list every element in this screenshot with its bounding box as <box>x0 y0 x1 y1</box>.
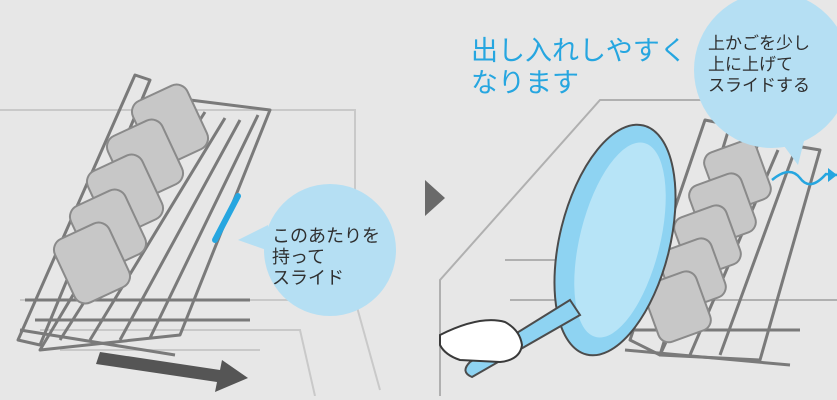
handle-marker <box>212 193 241 243</box>
right-cups <box>643 139 772 344</box>
left-callout-pointer <box>238 225 272 252</box>
left-callout-bubble <box>264 184 396 316</box>
arrowhead-icon <box>828 168 837 182</box>
right-callout-bubble <box>694 0 837 148</box>
frying-pan <box>464 123 677 379</box>
right-callout-text: 上かごを少し 上に上げて スライドする <box>708 34 810 96</box>
slide-arrow-icon <box>96 352 248 392</box>
lift-arrow-icon <box>771 170 837 186</box>
left-callout-text: このあたりを 持って スライド <box>272 226 380 289</box>
hand-icon <box>439 319 524 364</box>
left-cups <box>52 83 210 305</box>
chevron-right-icon <box>425 180 445 216</box>
headline: 出し入れしやすく なります <box>471 36 687 99</box>
right-callout-pointer <box>776 133 806 165</box>
